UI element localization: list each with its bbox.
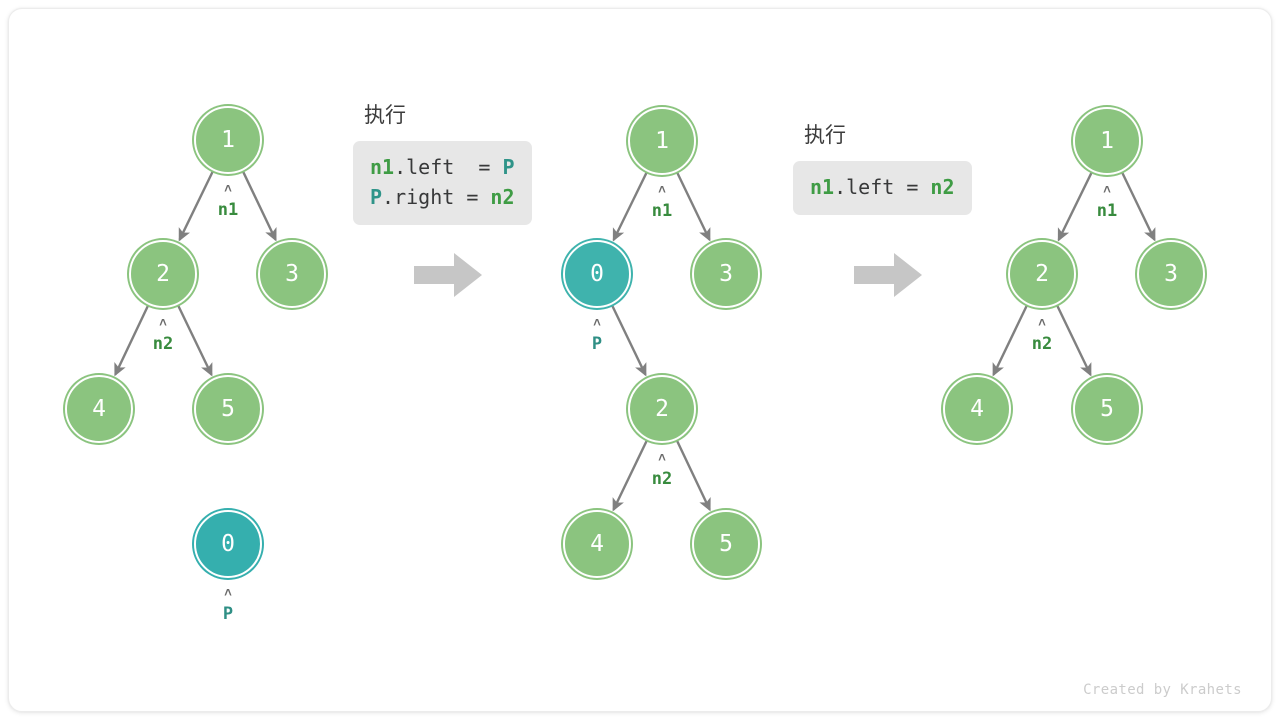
code-token: n1 <box>370 155 395 179</box>
tree-node-value: 4 <box>92 396 106 422</box>
pointer-n2: ˄ n2 <box>1012 316 1072 355</box>
tree-node-value: 5 <box>1100 396 1114 422</box>
tree-node-0: 0 <box>194 510 262 578</box>
credit-text: Created by Krahets <box>1083 682 1242 698</box>
tree-node-value: 3 <box>1164 261 1178 287</box>
pointer-label: P <box>591 334 603 354</box>
code-token: .right = <box>382 185 491 209</box>
code-line: P.right = n2 <box>370 182 515 212</box>
tree-node-value: 4 <box>970 396 984 422</box>
tree-edges <box>114 170 1156 512</box>
pointer-label: P <box>222 604 234 624</box>
tree-node-3: 3 <box>258 240 326 308</box>
tree-node-value: 5 <box>221 396 235 422</box>
tree-node-5: 5 <box>194 375 262 443</box>
tree-edge <box>241 170 277 242</box>
pointer-caret-icon: ˄ <box>658 451 666 466</box>
tree-node-2: 2 <box>628 375 696 443</box>
code-token: n1 <box>810 175 835 199</box>
tree-node-5: 5 <box>692 510 760 578</box>
tree-node-4: 4 <box>943 375 1011 443</box>
code-line: n1.left = P <box>370 152 515 182</box>
tree-node-value: 0 <box>221 531 235 557</box>
pointer-n2: ˄ n2 <box>632 451 692 490</box>
tree-edge <box>176 304 213 377</box>
tree-edge <box>1120 171 1156 242</box>
tree-node-value: 4 <box>590 531 604 557</box>
tree-node-value: 0 <box>590 261 604 287</box>
pointer-caret-icon: ˄ <box>1103 183 1111 198</box>
tree-node-0: 0 <box>563 240 631 308</box>
pointer-label: n1 <box>217 200 239 220</box>
pointer-n1: ˄ n1 <box>198 182 258 221</box>
pointer-caret-icon: ˄ <box>159 316 167 331</box>
tree-node-value: 3 <box>719 261 733 287</box>
tree-node-3: 3 <box>1137 240 1205 308</box>
pointer-caret-icon: ˄ <box>224 182 232 197</box>
tree-node-value: 2 <box>1035 261 1049 287</box>
tree-edge <box>1055 304 1092 377</box>
pointer-label: n2 <box>651 469 673 489</box>
pointer-p: ˄P <box>567 316 627 355</box>
pointer-n2: ˄ n2 <box>133 316 193 355</box>
pointer-label: n1 <box>1096 201 1118 221</box>
tree-node-value: 1 <box>221 127 235 153</box>
tree-node-value: 2 <box>156 261 170 287</box>
tree-node-value: 5 <box>719 531 733 557</box>
pointer-label: n2 <box>1031 334 1053 354</box>
tree-node-3: 3 <box>692 240 760 308</box>
tree-edge <box>114 304 150 377</box>
code-token: P <box>370 185 383 209</box>
pointer-caret-icon: ˄ <box>593 316 601 331</box>
pointer-label: n2 <box>152 334 174 354</box>
code-token: n2 <box>490 185 515 209</box>
tree-node-value: 1 <box>1100 128 1114 154</box>
step-arrow-2 <box>854 253 922 297</box>
right-arrow-icon <box>854 253 922 297</box>
tree-edge <box>675 439 711 512</box>
tree-node-4: 4 <box>563 510 631 578</box>
tree-edge <box>610 304 647 377</box>
code-token: .left = <box>834 175 931 199</box>
tree-edge <box>1057 171 1094 242</box>
code-token: n2 <box>930 175 955 199</box>
tree-node-value: 3 <box>285 261 299 287</box>
pointer-p: ˄P <box>198 586 258 625</box>
pointer-caret-icon: ˄ <box>224 586 232 601</box>
tree-node-2: 2 <box>1008 240 1076 308</box>
tree-node-1: 1 <box>1073 107 1141 175</box>
tree-edge <box>178 170 215 242</box>
tree-node-2: 2 <box>129 240 197 308</box>
pointer-caret-icon: ˄ <box>1038 316 1046 331</box>
tree-node-1: 1 <box>628 107 696 175</box>
code-token: .left = <box>394 155 503 179</box>
tree-edge <box>612 171 649 242</box>
tree-edge <box>992 304 1029 377</box>
tree-node-value: 2 <box>655 396 669 422</box>
step-arrow-1 <box>414 253 482 297</box>
pointer-label: n1 <box>651 201 673 221</box>
tree-edge <box>612 439 649 512</box>
step-caption: 执行 <box>804 123 846 147</box>
pointer-caret-icon: ˄ <box>658 183 666 198</box>
code-line: n1.left = n2 <box>810 172 955 202</box>
tree-edge <box>675 171 711 242</box>
tree-node-5: 5 <box>1073 375 1141 443</box>
tree-node-value: 1 <box>655 128 669 154</box>
pointer-n1: ˄ n1 <box>632 183 692 222</box>
tree-node-1: 1 <box>194 106 262 174</box>
step-caption: 执行 <box>364 103 406 127</box>
code-block-2: n1.left = n2 <box>793 161 972 215</box>
pointer-n1: ˄ n1 <box>1077 183 1137 222</box>
code-token: P <box>502 155 515 179</box>
tree-node-4: 4 <box>65 375 133 443</box>
right-arrow-icon <box>414 253 482 297</box>
